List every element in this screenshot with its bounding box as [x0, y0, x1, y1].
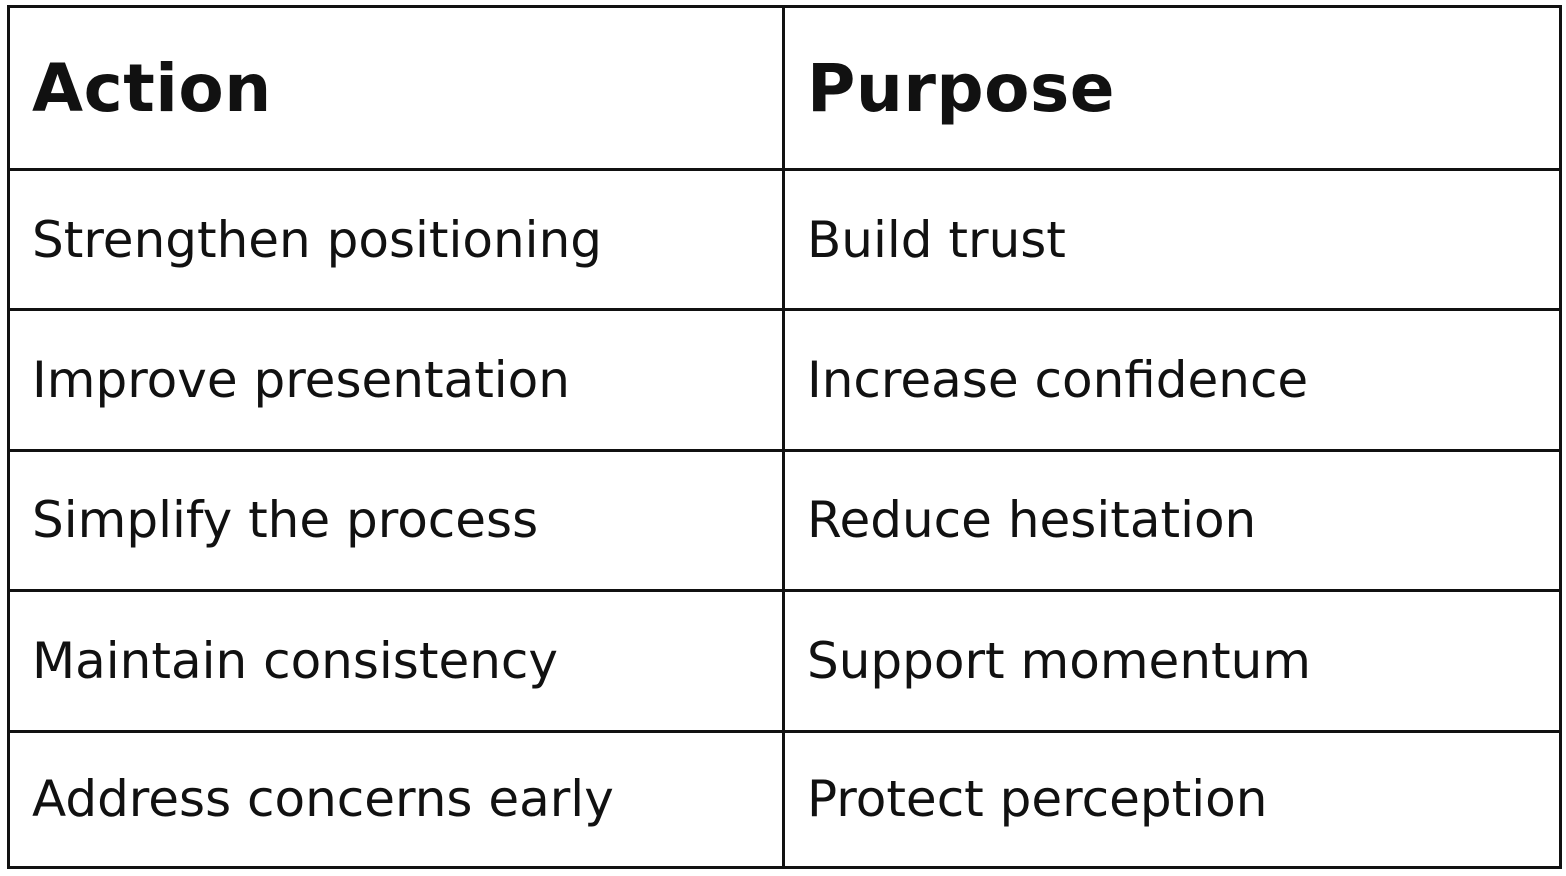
purpose-cell: Increase confidence	[782, 308, 1562, 452]
purpose-cell: Reduce hesitation	[782, 448, 1562, 593]
action-purpose-table-container: Action Purpose Strengthen positioning Bu…	[7, 5, 1562, 870]
action-cell: Simplify the process	[7, 448, 785, 593]
header-action: Action	[7, 5, 785, 171]
action-cell: Improve presentation	[7, 308, 785, 452]
purpose-cell: Build trust	[782, 167, 1562, 312]
purpose-cell: Protect perception	[782, 729, 1562, 870]
table-row: Maintain consistency Support momentum	[7, 589, 1562, 733]
action-purpose-table: Action Purpose Strengthen positioning Bu…	[7, 5, 1562, 870]
table-row: Improve presentation Increase confidence	[7, 308, 1562, 452]
action-cell: Address concerns early	[7, 729, 785, 870]
table-row: Strengthen positioning Build trust	[7, 167, 1562, 312]
action-cell: Strengthen positioning	[7, 167, 785, 312]
action-cell: Maintain consistency	[7, 589, 785, 733]
purpose-cell: Support momentum	[782, 589, 1562, 733]
table-row: Simplify the process Reduce hesitation	[7, 448, 1562, 593]
header-row: Action Purpose	[7, 5, 1562, 171]
table-header: Action Purpose	[7, 5, 1562, 171]
table-body: Strengthen positioning Build trust Impro…	[7, 167, 1562, 870]
table-row: Address concerns early Protect perceptio…	[7, 729, 1562, 870]
header-purpose: Purpose	[782, 5, 1562, 171]
